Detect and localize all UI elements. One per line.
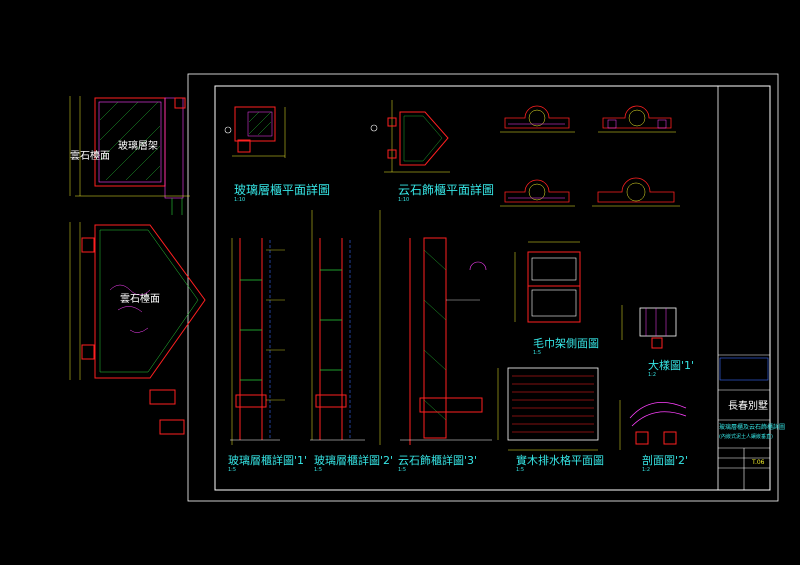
wood-grille-title: 實木排水格平面圖 <box>516 454 604 467</box>
section-2-title: 剖面圖'2' <box>642 454 689 467</box>
glass-shelf-plan-detail <box>224 106 286 158</box>
drawing-title: 玻璃層櫃及云石飾櫃詳圖 <box>719 424 786 431</box>
detail-1-scale: 1:2 <box>648 372 657 378</box>
glass-shelf-detail-1-title: 玻璃層櫃詳圖'1' <box>228 454 308 467</box>
arch-plan-detail-b <box>598 105 676 133</box>
detail-1-title: 大樣圖'1' <box>648 359 695 372</box>
wood-grille-plan <box>497 367 599 451</box>
sheet-number: T.06 <box>752 459 765 466</box>
marble-cabinet-plan-detail <box>370 100 450 173</box>
left-marble-label-top: 雲石檯面 <box>70 151 110 162</box>
marble-cabinet-section-3 <box>379 210 492 445</box>
arch-plan-detail-d <box>592 177 680 207</box>
arch-plan-detail-c <box>500 179 575 207</box>
glass-shelf-section-2 <box>310 210 365 441</box>
left-marble-counter-plan <box>69 222 206 435</box>
glass-shelf-detail-2-scale: 1:5 <box>314 467 323 473</box>
glass-shelf-plan-title: 玻璃層櫃平面詳圖 <box>234 183 331 197</box>
glass-shelf-section-1 <box>230 238 285 445</box>
arch-plan-detail-a <box>500 105 575 133</box>
left-marble-label-mid: 雲石檯面 <box>120 294 160 305</box>
section-2-scale: 1:2 <box>642 467 651 473</box>
title-block <box>718 354 770 490</box>
towel-rack-elevation <box>514 241 581 323</box>
drawing-subtitle: (內嵌式泥土人鑲嵌垂直) <box>719 434 773 440</box>
glass-shelf-detail-1-scale: 1:5 <box>228 467 237 473</box>
project-name: 長春別墅 <box>728 401 768 412</box>
sheet-frame <box>187 73 779 502</box>
wood-grille-scale: 1:5 <box>516 467 525 473</box>
left-shelf-plan <box>69 96 190 215</box>
section-2-drawing <box>619 400 687 450</box>
marble-detail-3-scale: 1:5 <box>398 467 407 473</box>
glass-shelf-detail-2-title: 玻璃層櫃詳圖'2' <box>314 454 394 467</box>
towel-rack-scale: 1:5 <box>533 350 542 356</box>
towel-rack-title: 毛巾架側面圖 <box>533 337 599 350</box>
marble-detail-3-title: 云石飾櫃詳圖'3' <box>398 454 478 467</box>
marble-cabinet-plan-title: 云石飾櫃平面詳圖 <box>398 183 495 197</box>
left-shelf-label: 玻璃層架 <box>118 141 158 152</box>
detail-1-drawing <box>621 305 677 349</box>
marble-cabinet-plan-scale: 1:10 <box>398 197 410 203</box>
glass-shelf-plan-scale: 1:10 <box>234 197 246 203</box>
